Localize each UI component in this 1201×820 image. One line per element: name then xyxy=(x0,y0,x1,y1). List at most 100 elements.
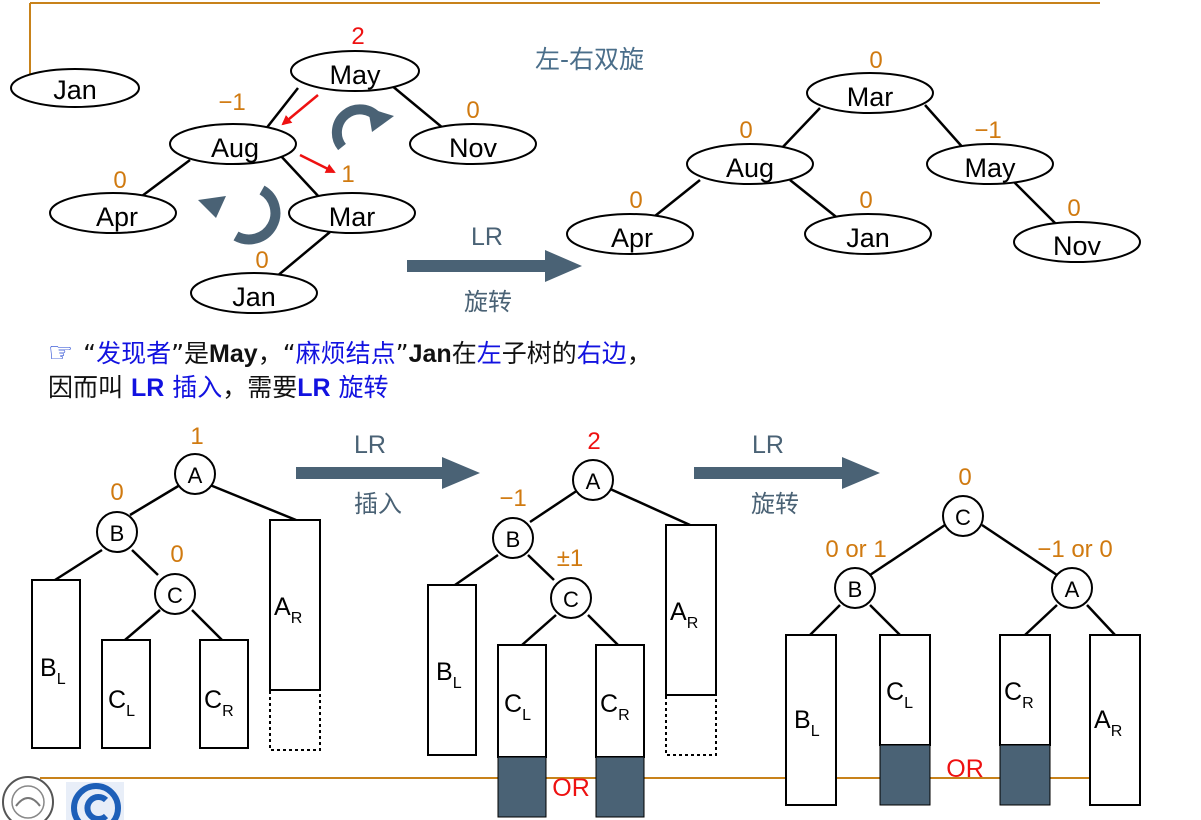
diagram-2-subtree-cr: CR xyxy=(595,644,645,818)
diagram-1-edges xyxy=(54,483,297,641)
diagram-3-bl-sub: L xyxy=(811,723,820,740)
diagram-3-cr-new-node xyxy=(999,744,1051,806)
diagram-2-subtree-cl: CL xyxy=(497,644,547,818)
diagram-3-or-label: OR xyxy=(946,755,984,783)
after-balance-mar: 0 xyxy=(869,47,882,74)
svg-text:AR: AR xyxy=(670,598,698,632)
diagram-1-bl-main: B xyxy=(40,654,57,682)
before-node-jan-label: Jan xyxy=(232,282,276,312)
diagram-3-ar-sub: R xyxy=(1111,723,1123,740)
diagram-3-node-c-label: C xyxy=(955,505,971,530)
diagram-2-cl-new-node xyxy=(497,756,547,818)
after-balance-jan: 0 xyxy=(859,187,872,214)
diagram-1-cr-main: C xyxy=(204,686,222,714)
diagram-2-cl-main: C xyxy=(504,690,522,718)
top-arrow-label: LR xyxy=(471,223,503,251)
before-tree-edges xyxy=(129,79,456,283)
diagram-2-or-label: OR xyxy=(552,774,590,802)
before-node-nov-label: Nov xyxy=(449,133,498,163)
diagram-1-cr-sub: R xyxy=(222,703,234,720)
diagram-3-cr-main: C xyxy=(1004,678,1022,706)
diagram-2-node-c: C xyxy=(550,577,592,619)
diagram-1-node-c-label: C xyxy=(167,583,183,608)
note-line-2: 因而叫 LR 插入，需要LR 旋转 xyxy=(48,365,1048,411)
arrow-1-sublabel: 插入 xyxy=(354,490,402,518)
diagram-1-ar-sub: R xyxy=(291,610,303,627)
svg-text:BL: BL xyxy=(436,658,462,692)
before-node-aug-label: Aug xyxy=(211,133,259,163)
svg-text:CR: CR xyxy=(600,690,630,724)
note-quote-open-1: “ xyxy=(83,339,97,368)
note-in: 在 xyxy=(451,339,477,368)
after-node-apr-label: Apr xyxy=(611,223,653,253)
diagram-3-subtree-ar: AR xyxy=(1089,634,1141,806)
diagram-2-balance-c: ±1 xyxy=(557,545,584,572)
rotate-left-icon xyxy=(198,185,281,245)
university-seal-icon xyxy=(2,776,54,820)
diagram-3-subtree-cl: CL xyxy=(879,634,931,806)
diagram-1-ar-main: A xyxy=(274,593,291,621)
note-quote-open-2: “ xyxy=(282,339,296,368)
diagram-1-node-a: A xyxy=(174,453,216,495)
diagram-3-node-c: C xyxy=(942,495,984,537)
diagram-3-subtree-cr: CR xyxy=(999,634,1051,806)
after-node-mar: Mar xyxy=(806,72,934,114)
diagram-2-cr-new-node xyxy=(595,756,645,818)
before-node-mar-label: Mar xyxy=(329,202,376,232)
diagram-1-node-b: B xyxy=(96,511,138,553)
after-balance-may: −1 xyxy=(974,117,1001,144)
after-node-jan: Jan xyxy=(804,213,932,255)
note-lr-2: LR xyxy=(297,374,331,402)
orphan-node-jan: Jan xyxy=(10,68,140,108)
after-node-may: May xyxy=(926,143,1054,185)
diagram-2-node-a: A xyxy=(572,459,614,501)
before-balance-nov: 0 xyxy=(466,97,479,124)
lr-insert-arrow: LR 插入 xyxy=(296,431,480,518)
note-discoverer: 发现者 xyxy=(96,339,172,368)
note-is: 是 xyxy=(184,339,210,368)
diagram-2-ar-sub: R xyxy=(687,615,699,632)
diagram-3-node-a: A xyxy=(1051,567,1093,609)
before-node-may: May xyxy=(290,50,420,92)
note-quote-close-2: ” xyxy=(395,339,409,368)
diagram-2-subtree-bl: BL xyxy=(427,584,477,756)
before-balance-may: 2 xyxy=(351,23,364,50)
before-balance-aug: −1 xyxy=(218,89,245,116)
diagram-3-node-a-label: A xyxy=(1065,577,1080,602)
diagram-2-cr-sub: R xyxy=(618,707,630,724)
diagram-1-node-b-label: B xyxy=(110,521,125,546)
orphan-node-label: Jan xyxy=(53,75,97,105)
diagram-2-cr-main: C xyxy=(600,690,618,718)
note-need: ，需要 xyxy=(222,373,298,402)
lr-rotate-arrow-top: LR 旋转 xyxy=(407,223,582,316)
after-node-apr: Apr xyxy=(566,213,694,255)
copyright-logo-icon xyxy=(66,782,124,820)
diagram-1-balance-a: 1 xyxy=(190,423,203,450)
diagram-1-subtree-cr: CR xyxy=(199,639,249,749)
svg-text:CL: CL xyxy=(108,686,135,720)
diagram-3-balance-b: 0 or 1 xyxy=(825,536,886,563)
diagram-3-node-b: B xyxy=(834,567,876,609)
diagram-1-balance-c: 0 xyxy=(170,541,183,568)
svg-text:AR: AR xyxy=(274,593,302,627)
diagram-2-node-a-label: A xyxy=(586,469,601,494)
title: 左-右双旋 xyxy=(535,45,644,74)
note-subtree: 子树的 xyxy=(501,339,577,368)
after-node-aug-label: Aug xyxy=(726,153,774,183)
after-node-mar-label: Mar xyxy=(847,82,894,112)
after-node-jan-label: Jan xyxy=(846,223,890,253)
note-comma: ， xyxy=(257,339,283,368)
svg-text:CR: CR xyxy=(204,686,234,720)
diagram-2-bl-main: B xyxy=(436,658,453,686)
before-node-nov: Nov xyxy=(409,123,537,165)
explanation-note: ☞“发现者”是May，“麻烦结点”Jan在左子树的右边， 因而叫 LR 插入，需… xyxy=(48,330,1048,411)
before-node-aug: Aug xyxy=(169,123,297,165)
diagram-2-bl-sub: L xyxy=(453,675,462,692)
diagram-1-subtree-bl: BL xyxy=(31,579,81,749)
after-node-aug: Aug xyxy=(686,143,814,185)
diagram-2-node-b: B xyxy=(492,517,534,559)
diagram-3-cl-main: C xyxy=(886,678,904,706)
diagram-1-node-a-label: A xyxy=(188,463,203,488)
note-may: May xyxy=(209,340,258,368)
after-node-may-label: May xyxy=(964,153,1016,183)
